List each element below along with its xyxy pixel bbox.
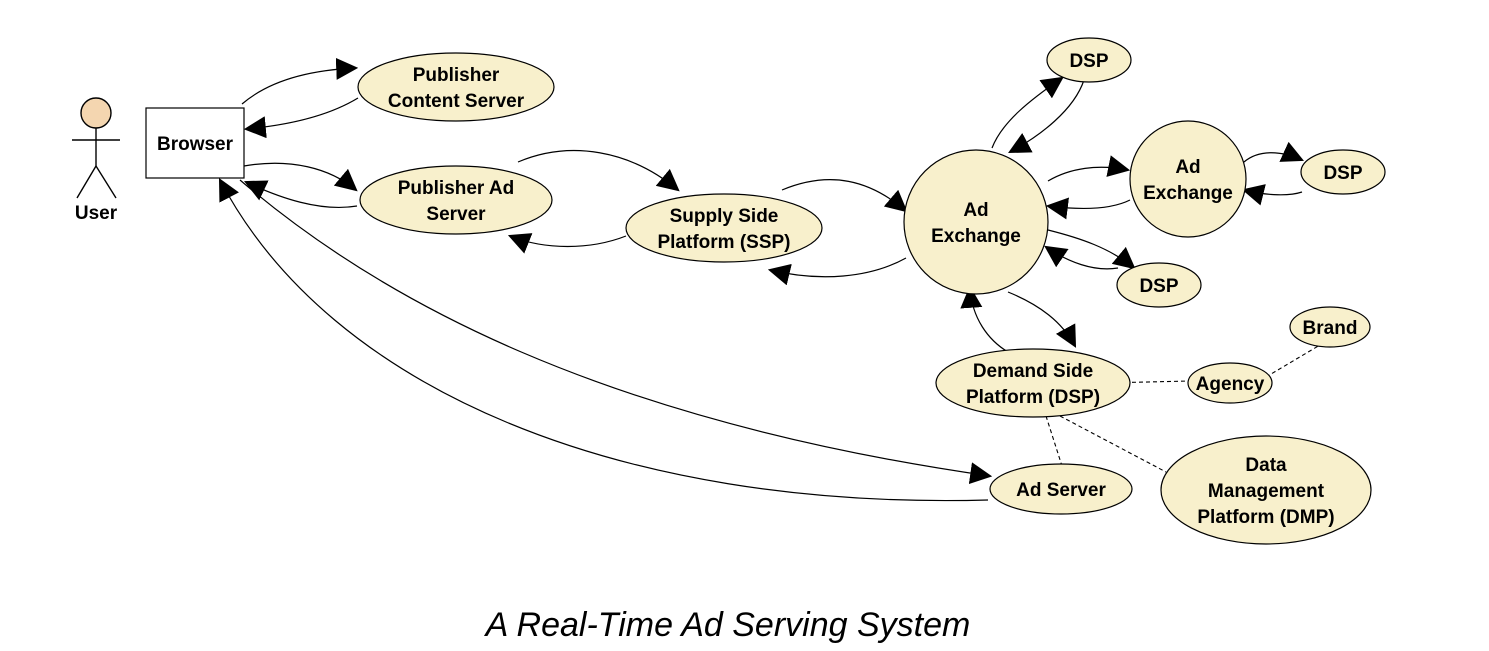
link-dsp-dmp — [1059, 415, 1167, 473]
publisher-ad-server-label: Publisher Ad Server — [398, 178, 514, 225]
edge-ad-exchange-to-secondary-exchange — [1047, 155, 1131, 182]
dsp-right-label: DSP — [1323, 163, 1362, 184]
edges — [218, 57, 1305, 502]
node-dsp-top: DSP — [1046, 37, 1132, 83]
node-label-line: DSP — [1323, 163, 1362, 184]
edge-browser-to-content-server — [241, 57, 359, 105]
brand-label: Brand — [1303, 318, 1358, 339]
node-label-line: Content Server — [388, 91, 525, 112]
edge-content-server-to-browser — [243, 97, 359, 139]
node-label-line: Exchange — [931, 226, 1021, 247]
edge-browser-to-ad-server — [239, 179, 993, 485]
node-label-line: Server — [426, 204, 486, 225]
edge-dsp-lower-to-ad-exchange — [1044, 245, 1119, 270]
node-label-line: Ad Server — [1016, 480, 1106, 501]
user-head — [80, 97, 112, 129]
node-label-line: Agency — [1196, 374, 1265, 395]
edge-ad-exchange-to-ssp — [767, 257, 907, 286]
ad-server-label: Ad Server — [1016, 480, 1106, 501]
browser-box: Browser — [145, 107, 245, 179]
user-actor: User — [72, 97, 120, 224]
node-dsp-right: DSP — [1300, 149, 1386, 195]
user-label: User — [75, 203, 118, 224]
node-label-line: DSP — [1069, 51, 1108, 72]
edge-dsp-top-to-ad-exchange — [1008, 79, 1085, 154]
node-label-line: Ad — [963, 200, 988, 221]
browser-label: Browser — [157, 134, 234, 155]
node-label-line: Platform (DMP) — [1197, 507, 1334, 528]
node-label-line: Platform (SSP) — [657, 232, 790, 253]
node-brand: Brand — [1289, 306, 1371, 348]
diagram-caption: A Real-Time Ad Serving System — [484, 606, 971, 644]
edge-demand-side-platform-to-ad-exchange — [960, 285, 1009, 353]
node-ad-server: Ad Server — [989, 463, 1133, 515]
edge-ad-exchange-to-dsp-lower — [1047, 229, 1136, 270]
node-label-line: Data — [1245, 455, 1287, 476]
node-agency: Agency — [1187, 362, 1273, 404]
agency-label: Agency — [1196, 374, 1265, 395]
node-label-line: Supply Side — [670, 206, 779, 227]
node-publisher-ad-server: Publisher Ad Server — [359, 165, 553, 235]
node-label-line: Management — [1208, 481, 1325, 502]
edge-secondary-exchange-to-ad-exchange — [1045, 197, 1131, 220]
node-label-line: Exchange — [1143, 183, 1233, 204]
node-label-line: Publisher — [413, 65, 500, 86]
dsp-top-label: DSP — [1069, 51, 1108, 72]
edge-ad-exchange-to-dsp-top — [991, 76, 1064, 149]
browser-rect — [145, 107, 245, 179]
node-label-line: Brand — [1303, 318, 1358, 339]
edge-ssp-to-ad-exchange — [781, 179, 908, 213]
link-agency-brand — [1265, 344, 1321, 378]
dsp-lower-label: DSP — [1139, 276, 1178, 297]
edge-ad-exchange-to-demand-side-platform — [1007, 291, 1077, 348]
edge-browser-to-publisher-ad-server — [243, 162, 358, 192]
edge-dsp-right-to-secondary-exchange — [1241, 184, 1303, 206]
node-label-line: Publisher Ad — [398, 178, 514, 199]
node-label-line: Platform (DSP) — [966, 387, 1100, 408]
link-dsp-ad-server — [1045, 415, 1063, 467]
node-label-line: Ad — [1175, 157, 1200, 178]
edge-ad-server-to-browser — [218, 178, 989, 502]
node-dsp-lower: DSP — [1116, 262, 1202, 308]
edge-secondary-exchange-to-dsp-right — [1243, 141, 1305, 163]
edge-publisher-ad-server-to-browser — [244, 180, 358, 208]
node-label-line: DSP — [1139, 276, 1178, 297]
edge-ssp-to-publisher-ad-server — [507, 233, 627, 254]
node-label-line: Demand Side — [973, 361, 1093, 382]
edge-publisher-ad-server-to-ssp — [517, 149, 680, 192]
